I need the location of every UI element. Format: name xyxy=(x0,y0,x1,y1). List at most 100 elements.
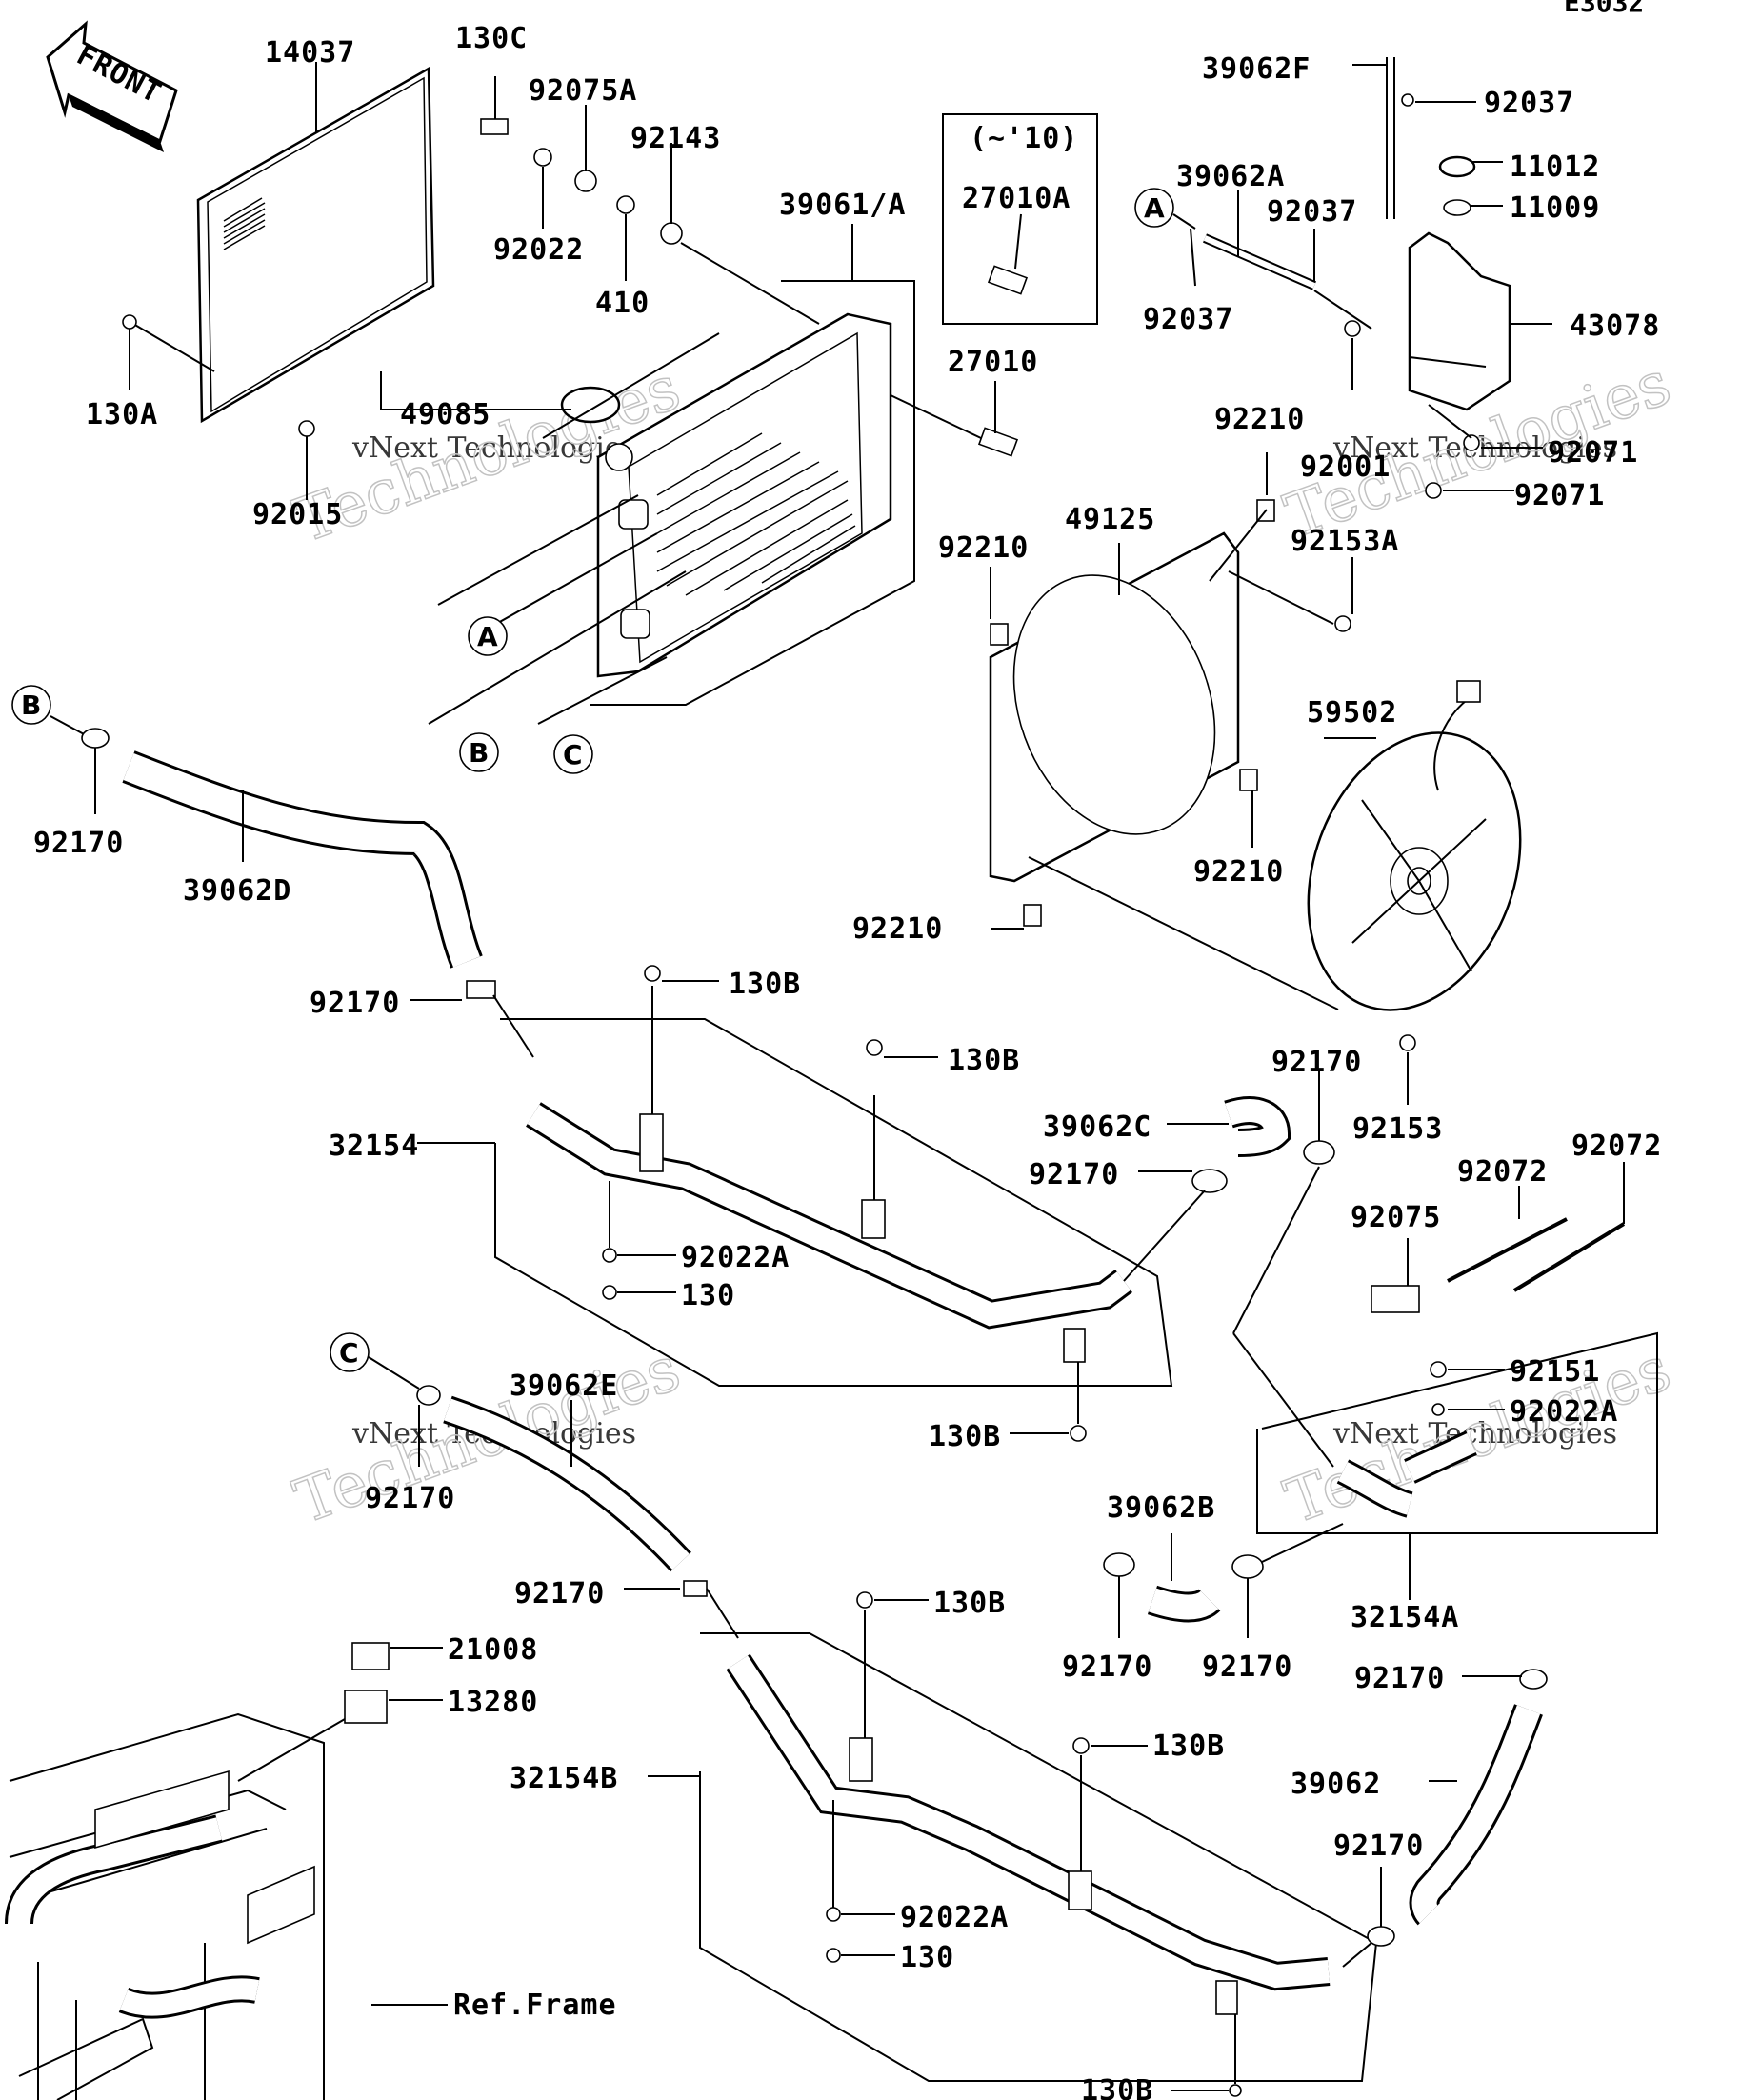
svg-text:C: C xyxy=(563,739,583,770)
washer-icon xyxy=(616,195,635,214)
label-39062A: 39062A xyxy=(1176,160,1285,193)
label-39061A: 39061/A xyxy=(779,189,906,222)
label-92170-b: 92170 xyxy=(33,827,124,860)
variant-box xyxy=(942,113,1098,325)
fan-shroud xyxy=(989,531,1240,883)
label-92015: 92015 xyxy=(252,498,343,531)
front-arrow-icon: FRONT xyxy=(46,20,178,152)
grommet-icon xyxy=(1463,434,1480,451)
callout-c-top: C xyxy=(553,734,593,774)
collar-icon xyxy=(1425,482,1442,499)
label-92143: 92143 xyxy=(630,122,721,155)
cooling-fan xyxy=(1307,680,1522,1011)
bolt-icon xyxy=(122,314,137,330)
pipe-32154 xyxy=(526,1102,1132,1330)
label-92210-top: 92210 xyxy=(1214,403,1305,436)
clip-icon xyxy=(1371,1285,1420,1313)
clamp-icon xyxy=(1191,1169,1228,1193)
label-410: 410 xyxy=(595,287,650,320)
reference-frame xyxy=(5,1712,325,2100)
label-92037-mid: 92037 xyxy=(1267,195,1357,229)
relay-holder-icon xyxy=(344,1690,388,1724)
label-130-1: 130 xyxy=(681,1279,735,1312)
clamp-icon xyxy=(1519,1669,1548,1690)
bolt-icon xyxy=(480,118,509,135)
bracket-icon xyxy=(639,1113,664,1172)
callout-b-top: B xyxy=(459,732,499,772)
label-130B-1: 130B xyxy=(729,968,801,1001)
bolt-icon xyxy=(644,965,661,982)
washer-icon xyxy=(1431,1403,1445,1416)
washer-icon xyxy=(602,1248,617,1263)
label-92151: 92151 xyxy=(1510,1355,1600,1389)
bolt-icon xyxy=(1229,2084,1242,2097)
label-92075A: 92075A xyxy=(529,74,637,108)
label-130B-5: 130B xyxy=(1152,1730,1225,1763)
nut-icon xyxy=(298,420,315,437)
washer-icon xyxy=(826,1907,841,1922)
clamp-icon xyxy=(1367,1926,1395,1947)
bolt-icon xyxy=(1344,320,1361,337)
bracket-icon xyxy=(1068,1870,1092,1910)
bolt-icon xyxy=(1334,615,1351,632)
label-ref-frame: Ref.Frame xyxy=(453,1989,617,2022)
radiator xyxy=(596,312,892,678)
label-92170-left: 92170 xyxy=(310,987,400,1020)
collar-icon xyxy=(660,222,683,245)
label-92210-right: 92210 xyxy=(1193,855,1284,889)
callout-a-left: A xyxy=(468,616,508,656)
label-39062F: 39062F xyxy=(1202,52,1311,86)
svg-text:A: A xyxy=(477,621,498,652)
label-92170-h: 92170 xyxy=(1202,1650,1292,1684)
label-39062B: 39062B xyxy=(1107,1491,1215,1525)
label-92170-e: 92170 xyxy=(365,1482,455,1515)
label-11009: 11009 xyxy=(1510,191,1600,225)
label-92170-g: 92170 xyxy=(1062,1650,1152,1684)
callout-a-top: A xyxy=(1134,188,1174,228)
label-39062C: 39062C xyxy=(1043,1110,1151,1144)
label-130C: 130C xyxy=(455,22,528,55)
bolt-icon xyxy=(856,1591,873,1609)
bolt-icon xyxy=(602,1285,617,1300)
clip-icon xyxy=(1023,904,1042,927)
watermark-line: vNext Technologies xyxy=(351,431,636,465)
bolt-icon xyxy=(1430,1361,1447,1378)
svg-text:B: B xyxy=(21,690,41,721)
label-43078: 43078 xyxy=(1570,310,1660,343)
callout-c-left: C xyxy=(330,1332,370,1372)
svg-text:C: C xyxy=(339,1337,359,1369)
clamp-icon xyxy=(1303,1140,1335,1165)
label-13280: 13280 xyxy=(448,1686,538,1719)
clamp-icon xyxy=(416,1385,441,1406)
clip-icon xyxy=(1239,769,1258,791)
label-92170-j: 92170 xyxy=(1333,1830,1424,1863)
label-92170-i: 92170 xyxy=(1354,1662,1445,1695)
clip-icon xyxy=(1401,93,1414,107)
label-92210-left: 92210 xyxy=(938,531,1029,565)
label-92075: 92075 xyxy=(1351,1201,1441,1234)
label-92022A-3: 92022A xyxy=(900,1901,1009,1934)
radiator-cap-icon xyxy=(560,386,621,424)
label-32154A: 32154A xyxy=(1351,1601,1459,1634)
label-130-2: 130 xyxy=(900,1941,954,1974)
label-130B-4: 130B xyxy=(933,1587,1006,1620)
label-92001: 92001 xyxy=(1300,450,1391,484)
clip-icon xyxy=(990,623,1009,646)
bracket-icon xyxy=(861,1199,886,1239)
bracket-icon xyxy=(849,1737,873,1782)
label-39062: 39062 xyxy=(1291,1768,1381,1801)
grommet-icon xyxy=(574,170,597,192)
label-92210-bottom: 92210 xyxy=(852,912,943,946)
reservoir-cap-icon xyxy=(1438,155,1476,178)
washer-icon xyxy=(533,148,552,167)
callout-b-left: B xyxy=(11,685,51,725)
label-27010: 27010 xyxy=(948,346,1038,379)
svg-text:A: A xyxy=(1144,192,1165,224)
diagram-code: E3032 xyxy=(1564,0,1644,18)
label-39062E: 39062E xyxy=(510,1370,618,1403)
label-14037: 14037 xyxy=(265,36,355,70)
clamp-icon xyxy=(1103,1552,1135,1577)
bolt-icon xyxy=(1399,1034,1416,1051)
label-92022: 92022 xyxy=(493,233,584,267)
bolt-icon xyxy=(1072,1737,1090,1754)
